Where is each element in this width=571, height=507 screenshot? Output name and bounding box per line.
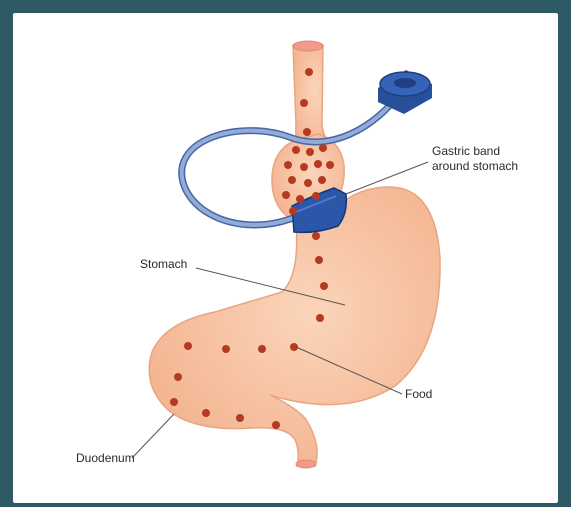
label-gastric-band-line1: Gastric band [432, 144, 500, 158]
gastric-band-diagram: Gastric band around stomach Stomach Food… [13, 13, 558, 503]
esophagus-opening [293, 41, 323, 51]
label-stomach: Stomach [140, 257, 187, 271]
label-food: Food [405, 387, 432, 401]
label-duodenum: Duodenum [76, 451, 135, 465]
duodenum-opening [296, 460, 316, 468]
label-gastric-band-line2: around stomach [432, 159, 518, 173]
esophagus [293, 45, 333, 148]
duodenum-leader [132, 414, 174, 458]
figure-panel: Gastric band around stomach Stomach Food… [13, 13, 558, 503]
